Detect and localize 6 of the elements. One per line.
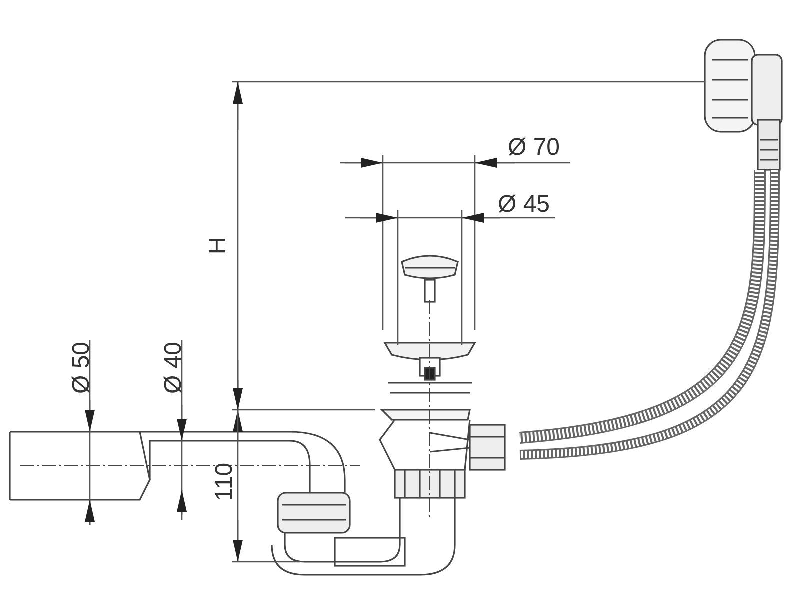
dimension-label: H	[206, 237, 231, 255]
dimension-label: Ø 70	[508, 136, 560, 160]
dimension-label: Ø 40	[162, 342, 186, 394]
dimension-label: Ø 50	[70, 342, 94, 394]
dimension-label: Ø 45	[498, 193, 550, 217]
dimension-label: 110	[213, 462, 238, 502]
